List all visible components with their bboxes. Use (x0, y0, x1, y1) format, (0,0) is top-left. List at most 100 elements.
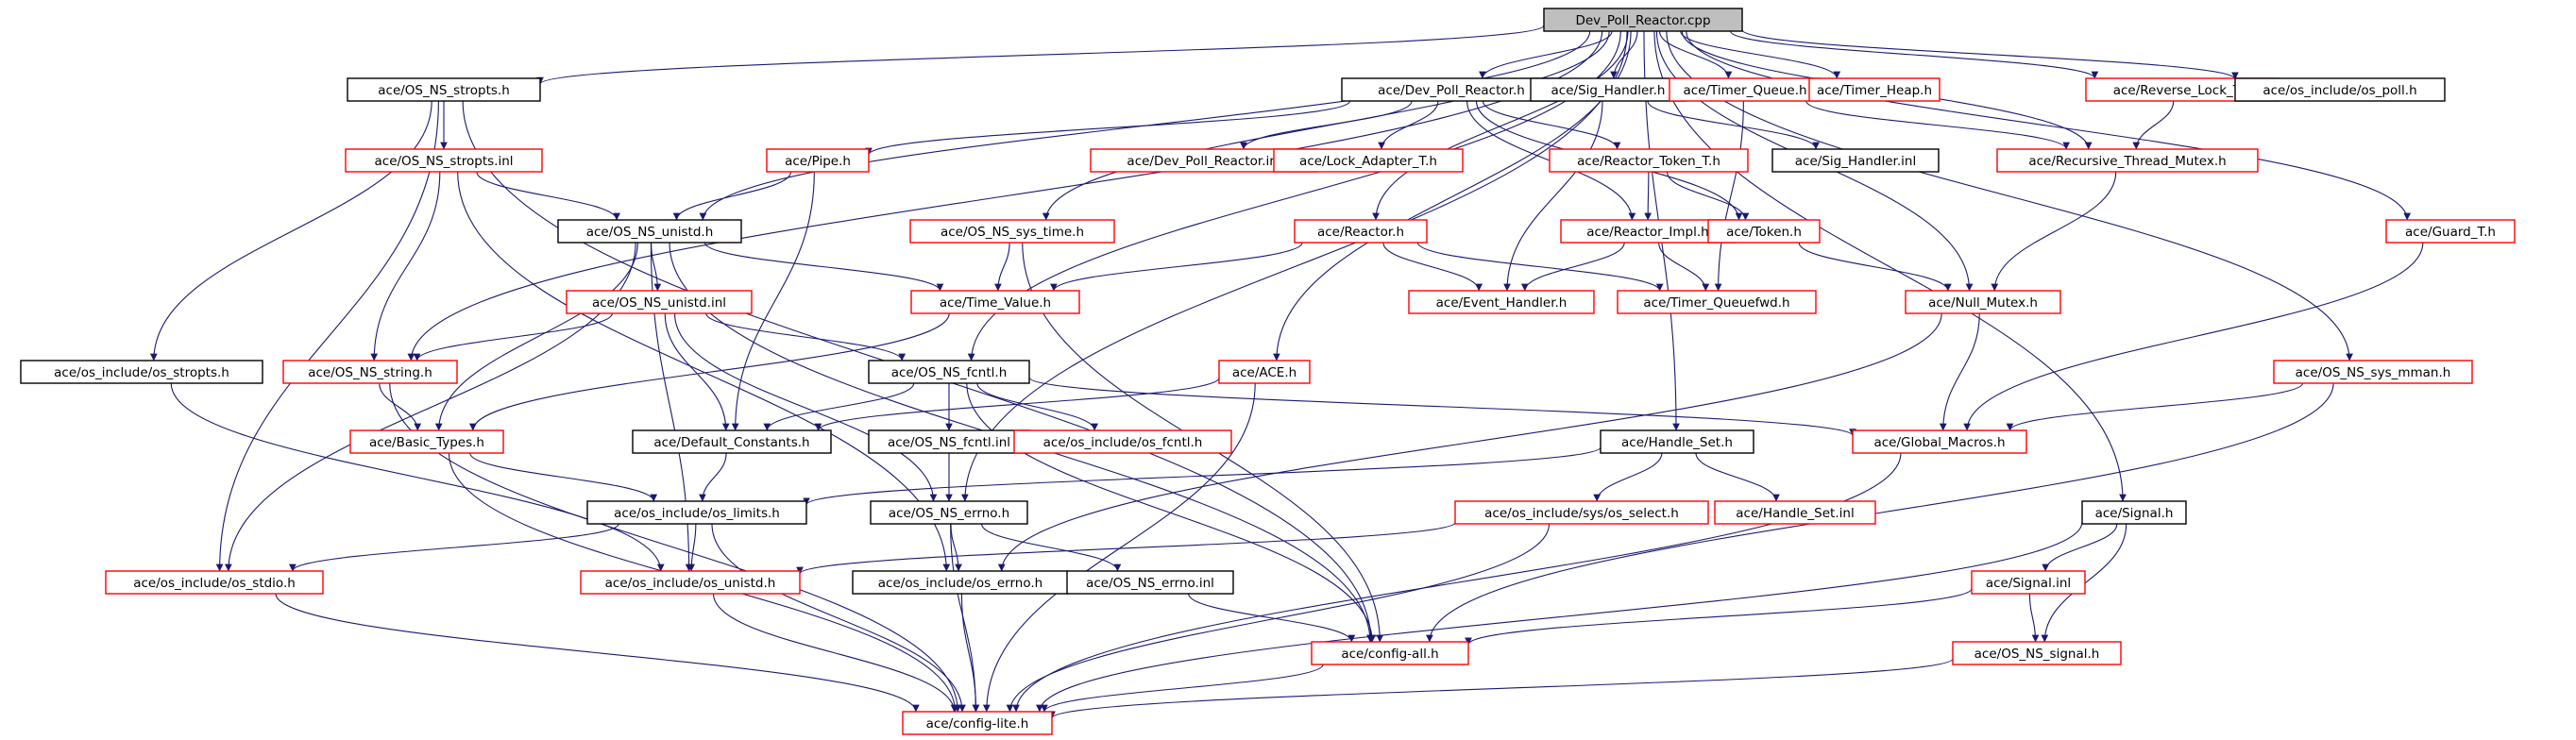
node-os_ns_sys_mman_h[interactable]: ace/OS_NS_sys_mman.h (2273, 360, 2473, 384)
node-box (870, 500, 1028, 525)
node-reactor_h[interactable]: ace/Reactor.h (1294, 219, 1428, 244)
node-box (1771, 148, 1940, 173)
node-os_ns_fcntl_inl[interactable]: ace/OS_NS_fcntl.inl (868, 429, 1030, 454)
edge-pipe_h-to-os_ns_unistd_h (672, 171, 792, 221)
edge-signal_h-to-config_lite_h (1036, 522, 2083, 713)
edge-dev_poll_reactor_h-to-pipe_h (865, 100, 1351, 156)
node-token_h[interactable]: ace/Token.h (1707, 219, 1821, 244)
node-os_ns_signal_h[interactable]: ace/OS_NS_signal.h (1952, 641, 2122, 665)
edge-os_ns_errno_h-to-os_ns_errno_inl (980, 523, 1122, 572)
node-box (1600, 429, 1754, 454)
node-label: ace/Time_Value.h (940, 295, 1051, 311)
node-box (1905, 290, 2061, 314)
edge-timer_queue_h-to-recursive_thread_mutex_h (1805, 100, 2070, 150)
edge-signal_h-to-signal_inl (2042, 523, 2118, 572)
node-timer_queue_h[interactable]: ace/Timer_Queue.h (1669, 77, 1822, 102)
node-box (632, 429, 832, 454)
node-box (105, 570, 324, 595)
node-label: ace/Basic_Types.h (369, 435, 484, 450)
node-label: ace/os_include/os_stropts.h (54, 365, 229, 380)
node-reactor_token_t_h[interactable]: ace/Reactor_Token_T.h (1549, 148, 1749, 173)
node-os_include_os_poll_h[interactable]: ace/os_include/os_poll.h (2234, 77, 2446, 102)
node-handle_set_inl[interactable]: ace/Handle_Set.inl (1714, 500, 1876, 525)
edge-reactor_impl_h-to-event_handler_h (1520, 242, 1625, 292)
node-box (1066, 570, 1234, 595)
node-root[interactable]: Dev_Poll_Reactor.cpp (1543, 8, 1743, 32)
node-timer_queuefwd_h[interactable]: ace/Timer_Queuefwd.h (1617, 290, 1817, 314)
node-box (1273, 148, 1464, 173)
node-os_include_os_stropts_h[interactable]: ace/os_include/os_stropts.h (20, 360, 263, 384)
node-dev_poll_reactor_h[interactable]: ace/Dev_Poll_Reactor.h (1341, 77, 1562, 102)
node-ace_h[interactable]: ace/ACE.h (1218, 360, 1311, 384)
edge-os_ns_stropts_h-to-os_include_os_stdio_h (215, 100, 439, 572)
edge-reactor_impl_h-to-timer_queuefwd_h (1658, 242, 1710, 292)
node-label: ace/os_include/os_stdio.h (133, 576, 296, 591)
node-os_include_os_stdio_h[interactable]: ace/os_include/os_stdio.h (105, 570, 324, 595)
node-box (345, 148, 543, 173)
node-os_ns_fcntl_h[interactable]: ace/OS_NS_fcntl.h (868, 360, 1030, 384)
node-label: ace/OS_NS_fcntl.inl (888, 435, 1010, 450)
edge-root-to-guard_t_h (1686, 30, 2411, 221)
edge-os_include_sys_os_select_h-to-config_lite_h (1006, 523, 1551, 713)
node-recursive_thread_mutex_h[interactable]: ace/Recursive_Thread_Mutex.h (1996, 148, 2259, 173)
node-default_constants_h[interactable]: ace/Default_Constants.h (632, 429, 832, 454)
node-label: ace/OS_NS_unistd.inl (592, 295, 726, 311)
node-handle_set_h[interactable]: ace/Handle_Set.h (1600, 429, 1754, 454)
edge-os_ns_unistd_inl-to-os_ns_fcntl_h (705, 312, 906, 362)
node-signal_h[interactable]: ace/Signal.h (2081, 500, 2187, 525)
node-timer_heap_h[interactable]: ace/Timer_Heap.h (1808, 77, 1940, 102)
node-os_include_os_unistd_h[interactable]: ace/os_include/os_unistd.h (580, 570, 801, 595)
node-box (909, 219, 1115, 244)
node-os_ns_unistd_h[interactable]: ace/OS_NS_unistd.h (557, 219, 742, 244)
edge-signal_inl-to-os_ns_signal_h (2028, 593, 2040, 643)
edge-reactor_h-to-time_value_h (1050, 242, 1303, 292)
edge-os_ns_errno_inl-to-config_all_h (1188, 593, 1356, 643)
edge-timer_queue_h-to-timer_queuefwd_h (1714, 100, 1744, 292)
node-label: ace/Signal.h (2095, 506, 2174, 521)
node-os_ns_sys_time_h[interactable]: ace/OS_NS_sys_time.h (909, 219, 1115, 244)
edge-root-to-os_ns_errno_h (961, 30, 1628, 502)
node-config_lite_h[interactable]: ace/config-lite.h (902, 711, 1053, 735)
node-config_all_h[interactable]: ace/config-all.h (1311, 641, 1469, 665)
node-os_ns_string_h[interactable]: ace/OS_NS_string.h (282, 360, 458, 384)
node-os_ns_errno_inl[interactable]: ace/OS_NS_errno.inl (1066, 570, 1234, 595)
edge-basic_types_h-to-os_include_os_limits_h (469, 452, 658, 502)
edge-dev_poll_reactor_h-to-lock_adapter_t_h (1378, 100, 1439, 150)
edge-os_ns_fcntl_h-to-default_constants_h (763, 382, 915, 431)
node-label: ace/OS_NS_stropts.inl (375, 154, 514, 169)
node-global_macros_h[interactable]: ace/Global_Macros.h (1852, 429, 2027, 454)
node-reactor_impl_h[interactable]: ace/Reactor_Impl.h (1560, 219, 1736, 244)
node-os_ns_stropts_h[interactable]: ace/OS_NS_stropts.h (347, 77, 541, 102)
edge-os_include_os_limits_h-to-os_include_os_stdio_h (289, 523, 619, 572)
edge-os_include_os_limits_h-to-config_lite_h (711, 523, 966, 713)
node-label: ace/Default_Constants.h (653, 435, 809, 450)
node-lock_adapter_t_h[interactable]: ace/Lock_Adapter_T.h (1273, 148, 1464, 173)
node-os_ns_unistd_inl[interactable]: ace/OS_NS_unistd.inl (566, 290, 753, 314)
node-null_mutex_h[interactable]: ace/Null_Mutex.h (1905, 290, 2061, 314)
node-box (2081, 500, 2187, 525)
edge-os_ns_fcntl_h-to-os_include_os_fcntl_h (976, 382, 1098, 431)
node-time_value_h[interactable]: ace/Time_Value.h (910, 290, 1080, 314)
node-signal_inl[interactable]: ace/Signal.inl (1971, 570, 2086, 595)
edge-token_h-to-null_mutex_h (1798, 242, 1952, 292)
node-pipe_h[interactable]: ace/Pipe.h (766, 148, 870, 173)
node-event_handler_h[interactable]: ace/Event_Handler.h (1408, 290, 1595, 314)
node-os_ns_errno_h[interactable]: ace/OS_NS_errno.h (870, 500, 1028, 525)
node-os_include_sys_os_select_h[interactable]: ace/os_include/sys/os_select.h (1454, 500, 1709, 525)
node-os_ns_stropts_inl[interactable]: ace/OS_NS_stropts.inl (345, 148, 543, 173)
edge-root-to-os_include_os_poll_h (1741, 29, 2239, 80)
node-sig_handler_h[interactable]: ace/Sig_Handler.h (1530, 77, 1686, 102)
node-label: ace/os_include/os_fcntl.h (1043, 435, 1203, 450)
node-box (1996, 148, 2259, 173)
node-os_include_os_limits_h[interactable]: ace/os_include/os_limits.h (586, 500, 807, 525)
node-os_include_os_fcntl_h[interactable]: ace/os_include/os_fcntl.h (1013, 429, 1232, 454)
node-basic_types_h[interactable]: ace/Basic_Types.h (349, 429, 504, 454)
node-guard_t_h[interactable]: ace/Guard_T.h (2385, 219, 2516, 244)
edge-root-to-timer_queue_h (1658, 30, 1733, 79)
node-label: ace/OS_NS_sys_time.h (941, 225, 1084, 240)
node-box (580, 570, 801, 595)
node-box (1013, 429, 1232, 454)
node-os_include_os_errno_h[interactable]: ace/os_include/os_errno.h (852, 570, 1069, 595)
node-box (1952, 641, 2122, 665)
node-sig_handler_inl[interactable]: ace/Sig_Handler.inl (1771, 148, 1940, 173)
